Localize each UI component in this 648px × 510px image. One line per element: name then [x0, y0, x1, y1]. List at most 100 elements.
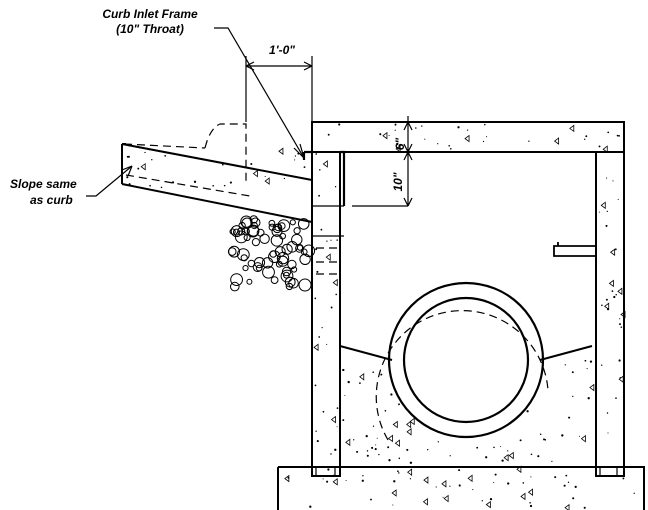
- wall-step-bracket: [553, 242, 596, 257]
- aggregate-dot: [303, 166, 306, 169]
- aggregate-dot: [372, 425, 375, 427]
- aggregate-mark: [508, 451, 514, 460]
- stone: [293, 227, 301, 235]
- aggregate-dot: [598, 145, 601, 148]
- stone: [253, 257, 266, 269]
- aggregate-dot: [393, 480, 396, 483]
- aggregate-dot: [601, 304, 603, 307]
- aggregate-mark: [422, 497, 428, 506]
- stone: [250, 217, 261, 228]
- aggregate-mark: [589, 383, 595, 392]
- aggregate-dot: [250, 162, 253, 166]
- aggregate-dot: [398, 457, 401, 460]
- aggregate-dot: [449, 485, 451, 487]
- aggregate-dot: [522, 482, 525, 484]
- aggregate-dot: [366, 450, 369, 452]
- aggregate-mark: [600, 201, 606, 210]
- aggregate-mark: [503, 453, 509, 462]
- aggregate-dot: [359, 382, 361, 384]
- stone: [291, 233, 303, 246]
- aggregate-dot: [457, 126, 460, 129]
- aggregate-dot: [160, 186, 163, 189]
- aggregate-mark: [392, 420, 398, 429]
- aggregate-dot: [371, 446, 374, 449]
- stone: [241, 217, 253, 229]
- aggregate-dot: [151, 159, 153, 161]
- aggregate-mark: [382, 131, 388, 140]
- aggregate-dot: [507, 450, 509, 452]
- aggregate-dot: [309, 505, 312, 508]
- aggregate-dot: [459, 485, 461, 487]
- stone: [261, 257, 274, 269]
- aggregate-dot: [375, 444, 377, 446]
- aggregate-dot: [334, 186, 337, 188]
- aggregate-dot: [361, 479, 364, 482]
- stone: [246, 278, 253, 285]
- aggregate-dot: [530, 476, 532, 478]
- aggregate-mark: [406, 468, 413, 476]
- aggregate-mark: [345, 438, 351, 447]
- aggregate-dot: [529, 504, 533, 508]
- aggregate-dot: [149, 184, 151, 187]
- aggregate-dot: [437, 441, 439, 443]
- slope-label-line1: Slope same: [10, 177, 77, 191]
- aggregate-dot: [617, 198, 619, 200]
- stone: [268, 219, 276, 227]
- aggregate-dot: [572, 395, 574, 398]
- aggregate-dot: [494, 473, 497, 476]
- aggregate-mark: [252, 169, 258, 178]
- aggregate-dot: [314, 384, 317, 387]
- aggregate-mark: [395, 145, 401, 153]
- aggregate-dot: [316, 440, 319, 443]
- stone: [233, 228, 240, 236]
- aggregate-dot: [366, 454, 369, 457]
- stone: [229, 228, 236, 235]
- aggregate-dot: [294, 155, 297, 157]
- aggregate-dot: [539, 433, 542, 435]
- aggregate-dot: [397, 470, 399, 473]
- curb-inlet-label-line2: (10" Throat): [116, 22, 184, 36]
- aggregate-mark: [325, 253, 331, 261]
- aggregate-dot: [330, 453, 332, 455]
- aggregate-mark: [580, 434, 586, 443]
- aggregate-dot: [315, 430, 317, 432]
- aggregate-dot: [372, 371, 374, 373]
- aggregate-dot: [327, 133, 330, 136]
- aggregate-dot: [589, 360, 593, 363]
- stone: [280, 269, 294, 283]
- aggregate-dot: [587, 397, 590, 400]
- aggregate-dot: [489, 497, 493, 501]
- aggregate-dot: [601, 364, 603, 366]
- concrete-aggregate-texture: [126, 123, 635, 510]
- stone: [297, 218, 310, 230]
- aggregate-mark: [264, 177, 270, 185]
- aggregate-dot: [583, 506, 586, 509]
- aggregate-dot: [388, 134, 390, 137]
- aggregate-dot: [164, 155, 167, 157]
- aggregate-dot: [622, 477, 625, 480]
- aggregate-mark: [391, 489, 397, 497]
- aggregate-dot: [568, 416, 571, 419]
- aggregate-mark: [322, 160, 328, 168]
- aggregate-dot: [476, 446, 479, 449]
- aggregate-dot: [606, 412, 609, 414]
- aggregate-mark: [604, 302, 610, 311]
- aggregate-dot: [616, 134, 619, 137]
- aggregate-dot: [482, 140, 485, 143]
- aggregate-dot: [499, 445, 501, 447]
- inlet-box-structure: [311, 121, 625, 477]
- aggregate-dot: [424, 138, 426, 140]
- aggregate-dot: [336, 407, 339, 409]
- aggregate-dot: [229, 181, 232, 184]
- stone: [295, 243, 304, 253]
- aggregate-mark: [394, 439, 400, 447]
- aggregate-dot: [415, 127, 417, 129]
- aggregate-dot: [561, 434, 564, 437]
- outlet-pipe: [387, 281, 545, 439]
- aggregate-dot: [315, 248, 318, 251]
- stone: [228, 245, 241, 258]
- stone: [277, 219, 291, 233]
- aggregate-dot: [606, 177, 608, 179]
- aggregate-dot: [314, 297, 317, 300]
- aggregate-dot: [384, 409, 387, 412]
